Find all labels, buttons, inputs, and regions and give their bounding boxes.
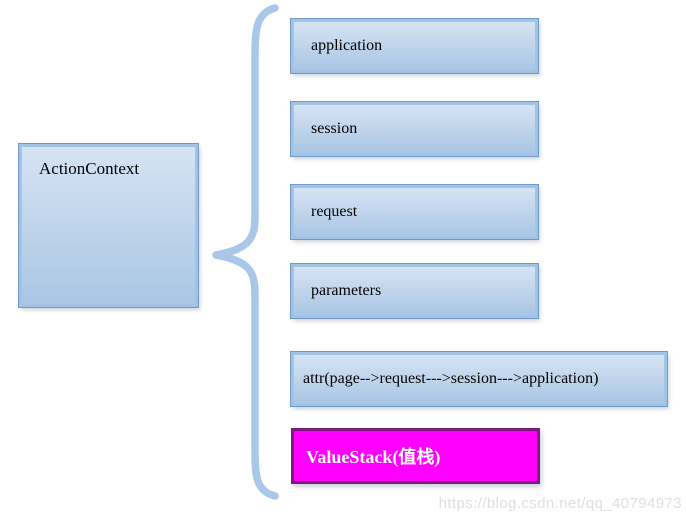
scope-box-attr-chain-label: attr(page-->request--->session--->applic… xyxy=(303,370,599,387)
scope-box-parameters-label: parameters xyxy=(311,282,382,299)
scope-box-request-label: request xyxy=(311,203,358,220)
watermark-url: https://blog.csdn.net/qq_40794973 xyxy=(438,495,682,512)
scope-box-application-label: application xyxy=(311,37,383,54)
scope-box-parameters: parameters xyxy=(291,264,538,318)
scope-box-request: request xyxy=(291,185,538,239)
scope-box-attr-chain: attr(page-->request--->session--->applic… xyxy=(291,352,667,406)
action-context-box: ActionContext xyxy=(19,144,198,307)
action-context-label: ActionContext xyxy=(39,159,140,178)
scope-box-session-label: session xyxy=(311,120,358,137)
scope-box-session: session xyxy=(291,102,538,156)
left-curly-brace-icon xyxy=(212,4,279,500)
value-stack-label: ValueStack(值栈) xyxy=(306,447,441,467)
value-stack-box: ValueStack(值栈) xyxy=(291,428,540,484)
scope-box-application: application xyxy=(291,19,538,73)
